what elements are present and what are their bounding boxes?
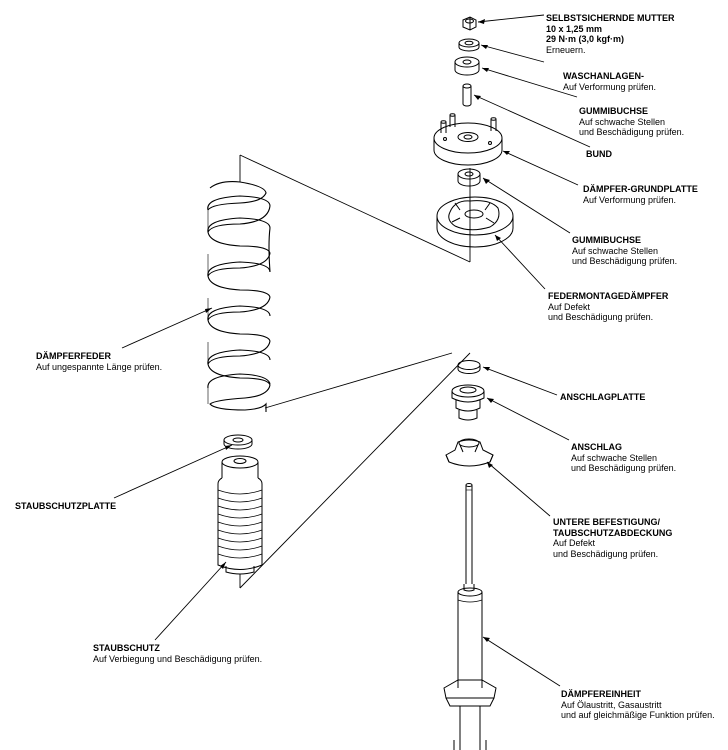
label-bund-title: BUND <box>586 149 612 159</box>
label-daempfer: DÄMPFEREINHEIT Auf Ölaustritt, Gasaustri… <box>561 689 715 721</box>
label-gummibuchse-lower-line1: Auf schwache Stellen <box>572 245 659 256</box>
label-gummibuchse-upper-line2: und Beschädigung prüfen. <box>579 127 685 137</box>
label-gummibuchse-lower-title: GUMMIBUCHSE <box>572 235 641 245</box>
leader-arrowheads <box>205 19 510 642</box>
label-federmontage-line2: und Beschädigung prüfen. <box>548 312 654 322</box>
label-waschanlagen: WASCHANLAGEN- Auf Verformung prüfen. <box>563 71 656 92</box>
label-staubschutzplatte: STAUBSCHUTZPLATTE <box>15 501 116 512</box>
label-staubschutz: STAUBSCHUTZ Auf Verbiegung und Beschädig… <box>93 643 262 664</box>
nut <box>462 16 477 31</box>
label-grundplatte-title: DÄMPFER-GRUNDPLATTE <box>583 184 698 194</box>
label-waschanlagen-title: WASCHANLAGEN- <box>563 71 644 81</box>
label-mutter-title: SELBSTSICHERNDE MUTTER <box>546 13 675 23</box>
label-mutter-line2: 29 N·m (3,0 kgf·m) <box>546 34 625 44</box>
label-anschlagplatte-title: ANSCHLAGPLATTE <box>560 392 646 402</box>
dust-protection-plate <box>223 434 253 450</box>
label-bund: BUND <box>586 149 612 160</box>
stop-plate <box>457 360 481 374</box>
label-anschlag: ANSCHLAG Auf schwache Stellen und Beschä… <box>571 442 676 474</box>
label-daempfer-line1: Auf Ölaustritt, Gasaustritt <box>561 699 662 710</box>
label-federmontage: FEDERMONTAGEDÄMPFER Auf Defekt und Besch… <box>548 291 668 323</box>
label-befestigung-line2: Auf Defekt <box>553 538 596 548</box>
rubber-bushing-lower <box>457 168 481 187</box>
label-daempfer-line2: und auf gleichmäßige Funktion prüfen. <box>561 710 715 720</box>
label-federmontage-title: FEDERMONTAGEDÄMPFER <box>548 291 669 301</box>
label-feder-title: DÄMPFERFEDER <box>36 351 112 361</box>
label-mutter: SELBSTSICHERNDE MUTTER 10 x 1,25 mm 29 N… <box>546 13 675 55</box>
label-befestigung-title: UNTERE BEFESTIGUNG/ <box>553 517 661 527</box>
washer <box>458 38 480 52</box>
label-befestigung: UNTERE BEFESTIGUNG/ TAUBSCHUTZABDECKUNG … <box>553 517 672 559</box>
label-gummibuchse-upper-line1: Auf schwache Stellen <box>579 116 666 127</box>
label-waschanlagen-line1: Auf Verformung prüfen. <box>563 81 657 92</box>
rubber-bushing-upper <box>454 56 480 76</box>
label-anschlag-title: ANSCHLAG <box>571 442 622 452</box>
collar <box>462 83 472 107</box>
label-befestigung-line3: und Beschädigung prüfen. <box>553 548 659 559</box>
label-staubschutz-line1: Auf Verbiegung und Beschädigung prüfen. <box>93 653 263 664</box>
dust-boot <box>217 455 263 575</box>
leader-lines <box>113 14 591 687</box>
label-federmontage-line1: Auf Defekt <box>548 301 591 312</box>
label-befestigung-line1: TAUBSCHUTZABDECKUNG <box>553 527 673 538</box>
label-feder: DÄMPFERFEDER Auf ungespannte Länge prüfe… <box>36 351 162 372</box>
lower-mount-cover <box>445 438 494 467</box>
label-gummibuchse-upper: GUMMIBUCHSE Auf schwache Stellen und Bes… <box>579 106 684 138</box>
spring-mount-damper <box>436 196 514 248</box>
coil-spring <box>207 181 271 412</box>
label-anschlag-line2: und Beschädigung prüfen. <box>571 463 677 473</box>
label-grundplatte-line1: Auf Verformung prüfen. <box>583 194 677 205</box>
label-gummibuchse-lower: GUMMIBUCHSE Auf schwache Stellen und Bes… <box>572 235 677 267</box>
label-daempfer-title: DÄMPFEREINHEIT <box>561 689 642 699</box>
label-gummibuchse-lower-line2: und Beschädigung prüfen. <box>572 256 678 266</box>
label-mutter-line3: Erneuern. <box>546 44 586 55</box>
label-staubschutzplatte-title: STAUBSCHUTZPLATTE <box>15 501 117 511</box>
bump-stop <box>451 384 485 421</box>
label-staubschutz-title: STAUBSCHUTZ <box>93 643 160 653</box>
damper-unit <box>443 483 497 750</box>
assembly-guide-lines <box>239 154 471 589</box>
label-feder-line1: Auf ungespannte Länge prüfen. <box>36 361 163 372</box>
label-anschlag-line1: Auf schwache Stellen <box>571 452 658 463</box>
label-gummibuchse-upper-title: GUMMIBUCHSE <box>579 106 648 116</box>
label-anschlagplatte: ANSCHLAGPLATTE <box>560 392 645 403</box>
label-mutter-line1: 10 x 1,25 mm <box>546 23 603 34</box>
label-grundplatte: DÄMPFER-GRUNDPLATTE Auf Verformung prüfe… <box>583 184 698 205</box>
damper-base-plate <box>433 113 503 166</box>
